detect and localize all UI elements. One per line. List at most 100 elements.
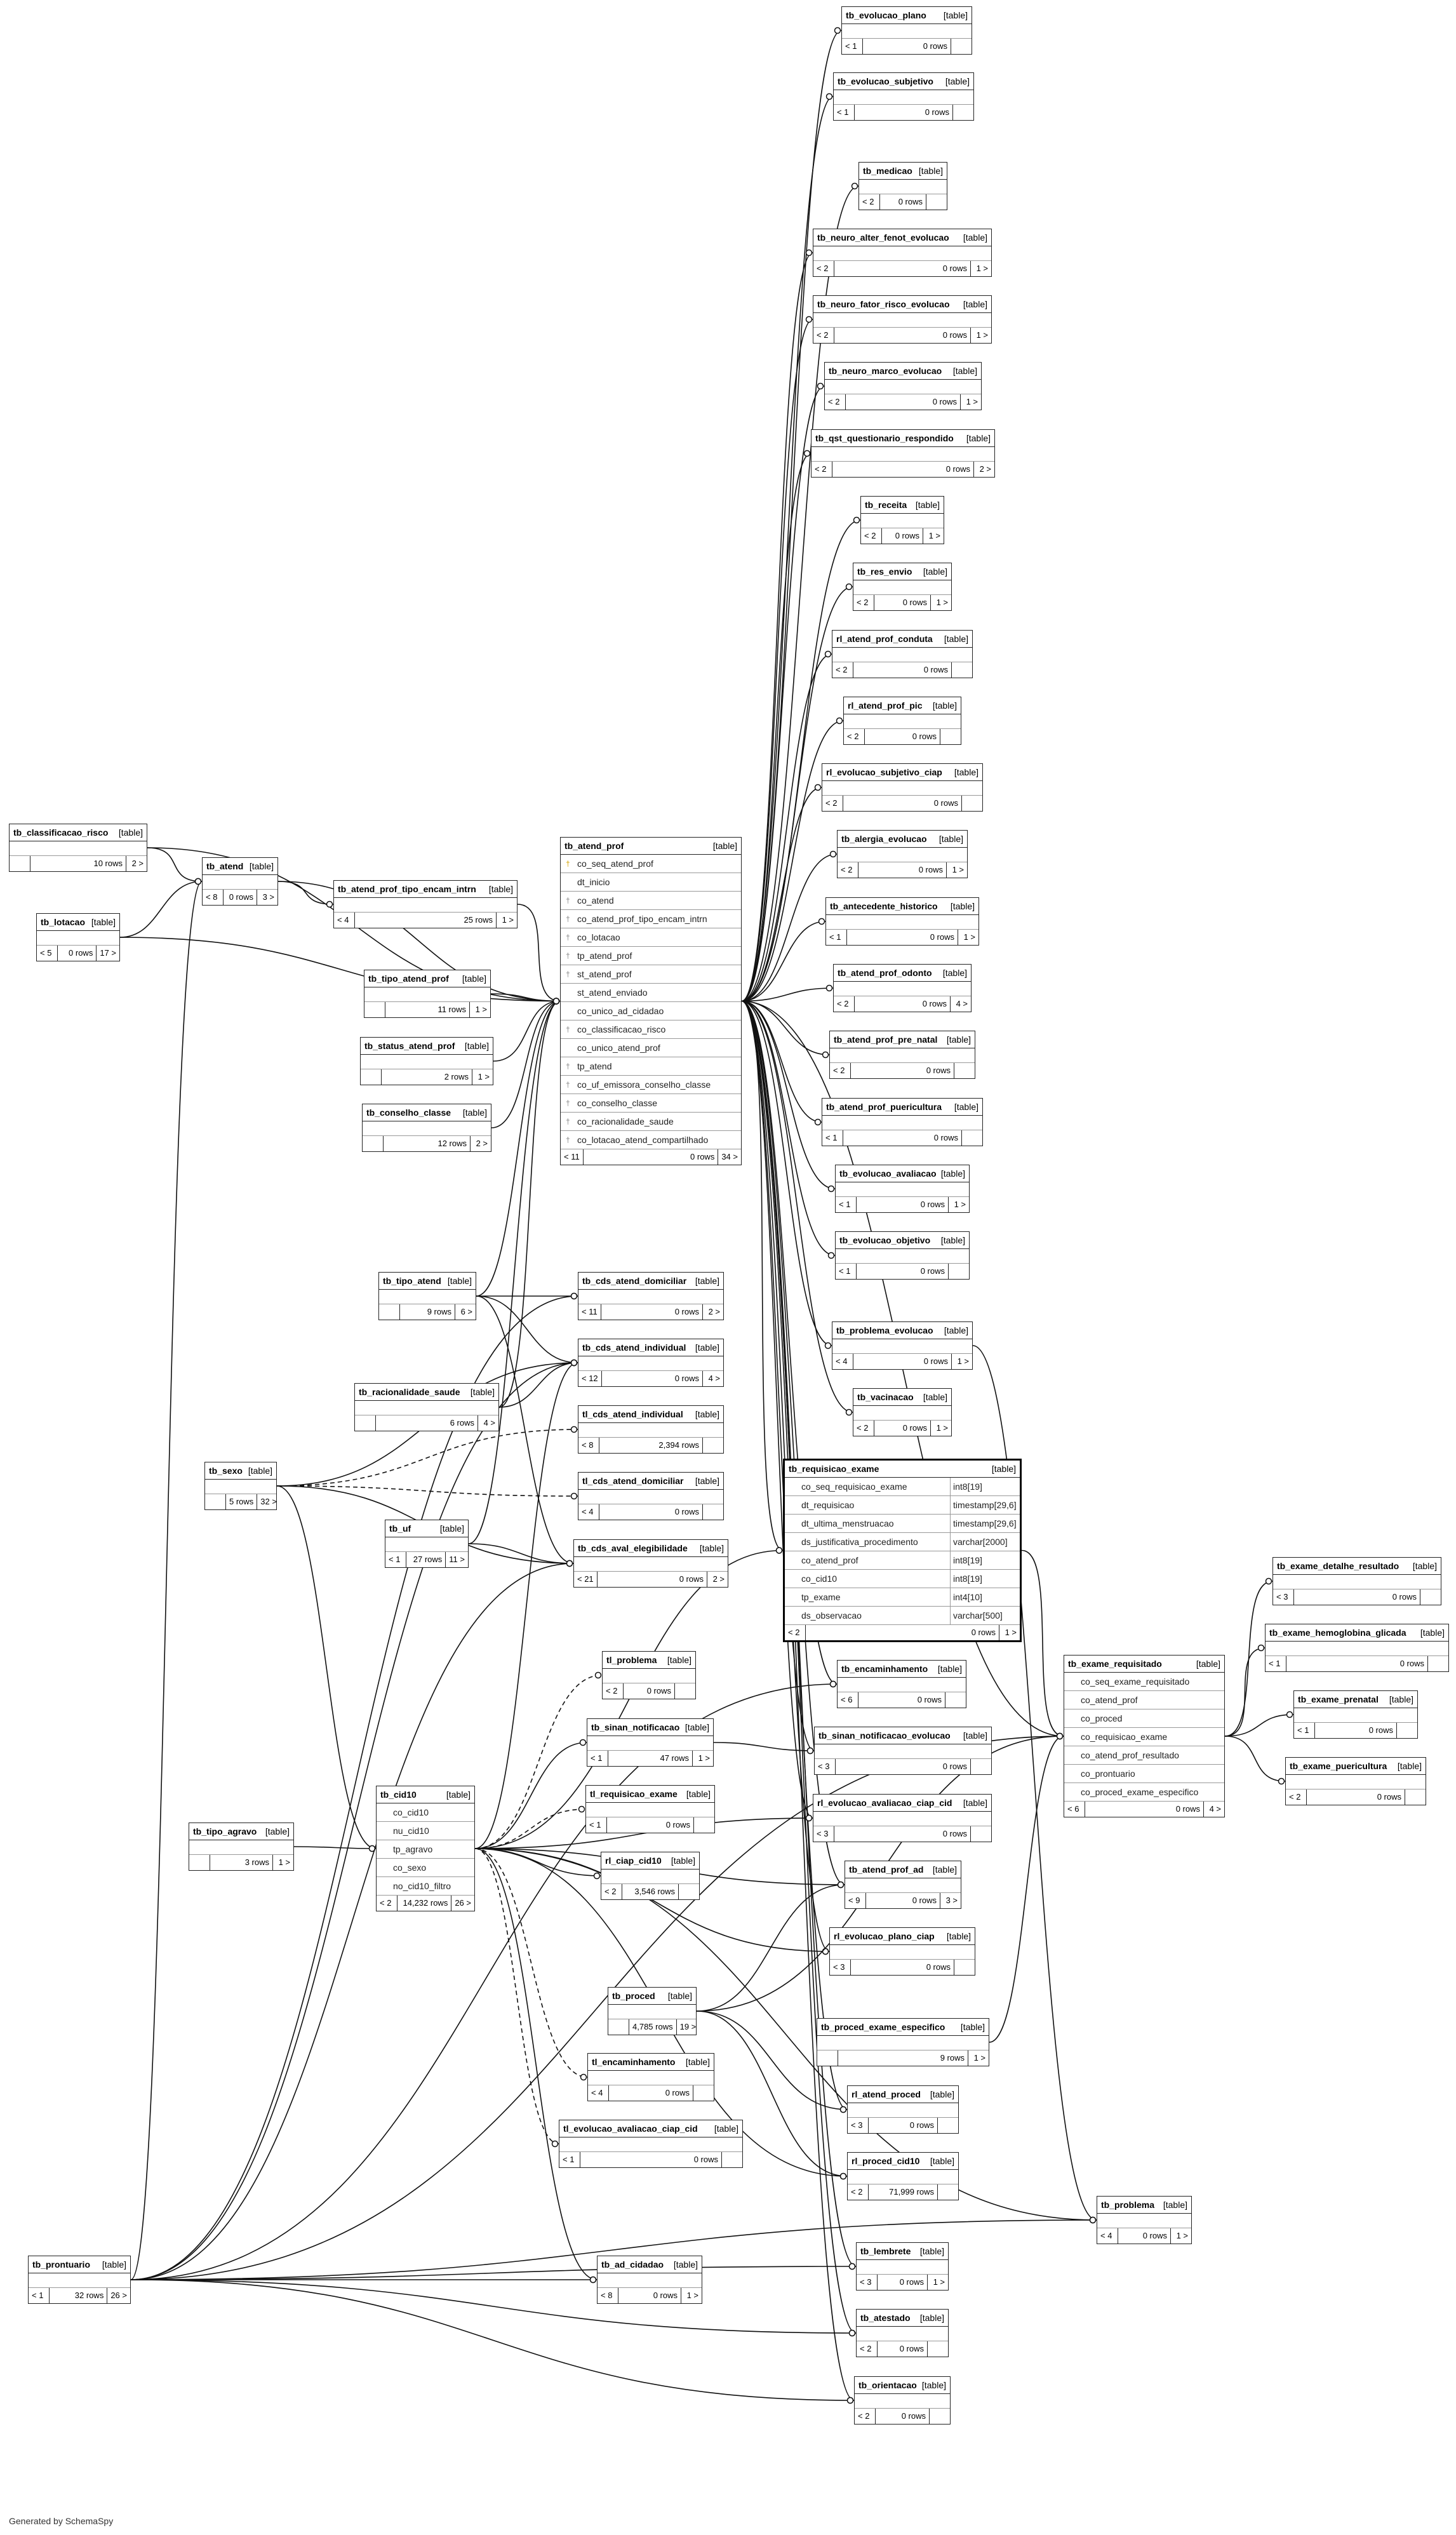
row-count[interactable]: 32 rows: [50, 2288, 108, 2303]
row-count[interactable]: 14,232 rows: [397, 1896, 452, 1911]
parent-count[interactable]: < 1: [836, 1264, 857, 1279]
row-count[interactable]: 3,546 rows: [622, 1884, 679, 1899]
table-name[interactable]: tb_neuro_alter_fenot_evolucao: [817, 232, 949, 243]
child-count[interactable]: 1 >: [1176, 2231, 1188, 2240]
parent-count[interactable]: < 2: [830, 1063, 851, 1078]
table-name[interactable]: tb_tipo_atend_prof: [368, 973, 449, 984]
child-count[interactable]: 11 >: [449, 1555, 465, 1564]
table-name[interactable]: tb_cds_atend_individual: [582, 1342, 686, 1353]
column-row[interactable]: st_atend_enviado: [561, 984, 741, 1002]
row-count[interactable]: 12 rows: [384, 1136, 471, 1151]
row-count[interactable]: 0 rows: [869, 2118, 938, 2133]
child-count[interactable]: 26 >: [455, 1898, 471, 1908]
table-name[interactable]: tb_racionalidade_saude: [359, 1387, 460, 1397]
child-count[interactable]: 19 >: [679, 2022, 697, 2031]
column-row[interactable]: co_proced_exame_especifico: [1064, 1783, 1224, 1802]
parent-count[interactable]: < 2: [857, 2341, 878, 2357]
column-row[interactable]: †co_lotacao: [561, 928, 741, 947]
parent-count[interactable]: < 3: [857, 2275, 878, 2290]
row-count[interactable]: 2,394 rows: [599, 1438, 703, 1453]
table-name[interactable]: tb_tipo_atend: [383, 1276, 441, 1286]
parent-count[interactable]: < 2: [834, 996, 855, 1012]
column-row[interactable]: †co_seq_atend_prof: [561, 855, 741, 873]
parent-count[interactable]: < 1: [842, 39, 863, 54]
column-row[interactable]: co_unico_atend_prof: [561, 1039, 741, 1057]
parent-count[interactable]: < 2: [785, 1625, 806, 1640]
child-count[interactable]: 1 >: [502, 915, 514, 925]
table-name[interactable]: tb_atend_prof_pre_natal: [834, 1034, 938, 1045]
row-count[interactable]: 0 rows: [1307, 1789, 1405, 1805]
column-row[interactable]: †co_atend: [561, 892, 741, 910]
child-count[interactable]: 6 >: [460, 1307, 472, 1316]
child-count[interactable]: 1 >: [478, 1072, 490, 1081]
table-name[interactable]: rl_evolucao_plano_ciap: [834, 1931, 935, 1941]
parent-count[interactable]: < 4: [334, 913, 355, 928]
row-count[interactable]: 0 rows: [836, 1759, 971, 1774]
parent-count[interactable]: < 21: [574, 1572, 598, 1587]
row-count[interactable]: 0 rows: [599, 1504, 703, 1520]
table-name[interactable]: tb_ad_cidadao: [601, 2259, 664, 2270]
table-name[interactable]: tb_evolucao_objetivo: [839, 1235, 931, 1245]
row-count[interactable]: 11 rows: [385, 1002, 470, 1017]
parent-count[interactable]: < 2: [859, 194, 880, 210]
child-count[interactable]: 1 >: [963, 932, 975, 942]
table-name[interactable]: rl_atend_prof_pic: [848, 700, 923, 711]
row-count[interactable]: 0 rows: [1294, 1589, 1420, 1605]
table-name[interactable]: tb_prontuario: [32, 2259, 90, 2270]
column-row[interactable]: co_unico_ad_cidadao: [561, 1002, 741, 1020]
column-row[interactable]: tp_agravo: [377, 1840, 474, 1859]
table-tl-evolucao-avaliacao-ciap-cid[interactable]: tl_evolucao_avaliacao_ciap_cid[table]< 1…: [559, 2120, 743, 2168]
parent-count[interactable]: < 2: [838, 862, 858, 878]
row-count[interactable]: 0 rows: [1118, 2228, 1171, 2244]
parent-count[interactable]: < 8: [203, 890, 224, 905]
row-count[interactable]: 71,999 rows: [869, 2184, 938, 2200]
table-name[interactable]: rl_ciap_cid10: [605, 1856, 662, 1866]
table-name[interactable]: tb_medicao: [863, 166, 912, 176]
row-count[interactable]: 47 rows: [608, 1751, 693, 1766]
table-name[interactable]: tb_proced: [612, 1991, 655, 2001]
row-count[interactable]: 0 rows: [880, 194, 926, 210]
row-count[interactable]: 0 rows: [878, 2341, 928, 2357]
row-count[interactable]: 0 rows: [843, 796, 962, 811]
row-count[interactable]: 0 rows: [834, 261, 971, 276]
table-tb-atend-prof-tipo-encam-intrn[interactable]: tb_atend_prof_tipo_encam_intrn[table]< 4…: [333, 880, 518, 928]
parent-count[interactable]: < 2: [855, 2409, 876, 2424]
parent-count[interactable]: < 2: [603, 1683, 624, 1699]
table-name[interactable]: tb_atend_prof_puericultura: [826, 1102, 942, 1112]
parent-count[interactable]: < 3: [830, 1960, 851, 1975]
parent-count[interactable]: < 1: [586, 1817, 607, 1833]
parent-count[interactable]: < 5: [37, 946, 58, 961]
column-row[interactable]: co_atend_prof_resultado: [1064, 1746, 1224, 1765]
row-count[interactable]: 0 rows: [1085, 1802, 1204, 1817]
parent-count[interactable]: < 11: [578, 1304, 601, 1320]
table-name[interactable]: rl_atend_proced: [852, 2089, 921, 2099]
child-count[interactable]: 17 >: [100, 948, 116, 958]
table-name[interactable]: rl_evolucao_avaliacao_ciap_cid: [817, 1798, 952, 1808]
parent-count[interactable]: < 4: [832, 1354, 853, 1369]
child-count[interactable]: 3 >: [262, 892, 274, 902]
child-count[interactable]: 2 >: [476, 1139, 488, 1148]
child-count[interactable]: 1 >: [933, 2277, 945, 2287]
table-name[interactable]: tb_sinan_notificacao_evolucao: [818, 1730, 951, 1741]
child-count[interactable]: 1 >: [928, 531, 940, 540]
parent-count[interactable]: < 1: [29, 2288, 50, 2303]
parent-count[interactable]: < 2: [822, 796, 843, 811]
